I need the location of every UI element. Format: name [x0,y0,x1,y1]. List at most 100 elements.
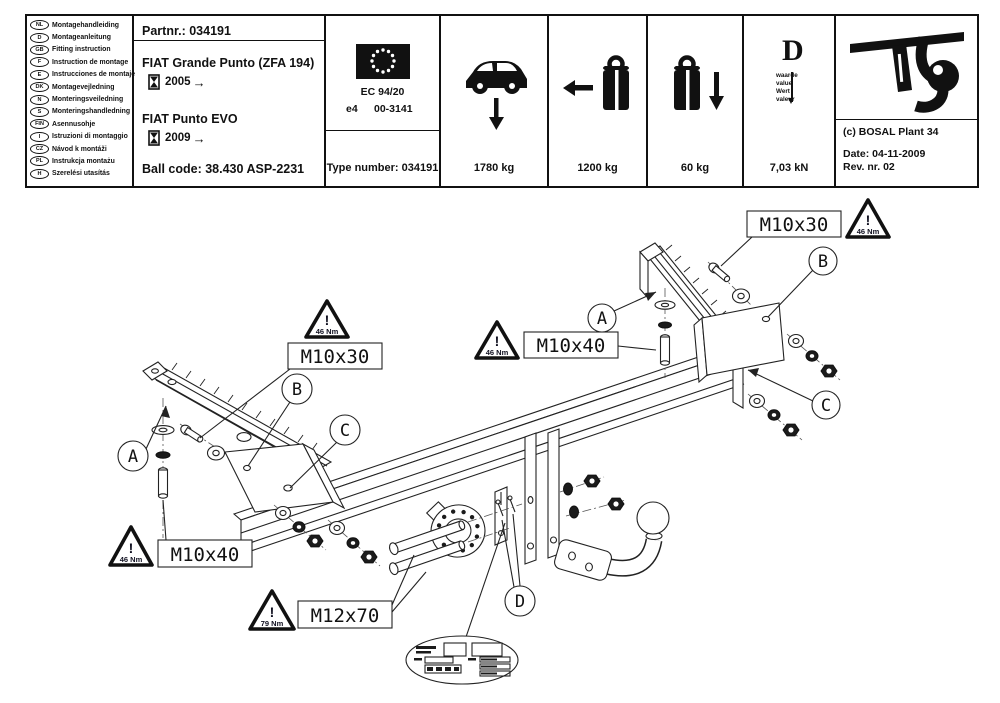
svg-text:M10x30: M10x30 [301,346,370,368]
max-towing-weight: 1200 kg [577,162,618,174]
callout-a-right: A [587,303,617,333]
lang-label: Montageanleitung [52,34,111,42]
receiver-plates [524,428,560,565]
e-mark: e4 [346,103,358,115]
part-info-cell: Partnr.: 034191 FIAT Grande Punto (ZFA 1… [132,16,324,186]
exploded-assembly-diagram: M10x30 M10x40 M12x70 M10x40 M10x30 ! 46 … [108,198,891,685]
production-period-icon [148,130,160,146]
lang-label: Instrucciones de montaje [52,71,136,79]
approval-no: 00-3141 [374,103,413,115]
ball-code: Ball code: 38.430 ASP-2231 [142,162,305,176]
d-words: waarde value Wert valeur [776,72,798,103]
company-cell: (c) BOSAL Plant 34 Date: 04-11-2009 Rev.… [834,16,977,186]
label-m10x40-center: M10x40 [523,331,619,359]
towing-weight-cell: 1200 kg [547,16,646,186]
lang-code-badge: PL [30,156,49,167]
vehicle-1-year: 2005 → [148,74,206,90]
lang-label: Monteringshandledning [52,108,131,116]
callout-d: D [504,585,536,617]
torque-triangle-46nm-1: ! 46 Nm [304,299,350,339]
svg-text:46 Nm: 46 Nm [120,555,143,564]
d-value: 7,03 kN [769,162,809,174]
down-arrow-icon [788,72,794,104]
lang-code-badge: DK [30,82,49,93]
svg-text:M10x40: M10x40 [171,544,240,566]
hatching [171,362,318,451]
lang-code-badge: E [30,69,49,80]
lang-label: Istruzioni di montaggio [52,133,128,141]
torque-triangle-46nm-2: ! 46 Nm [108,525,154,567]
eu-flag-icon [356,44,410,79]
car-down-arrow-icon [466,61,527,130]
svg-text:A: A [597,309,607,329]
callout-c-left: C [329,414,361,446]
divider [134,40,324,41]
callout-b-right: B [808,246,838,276]
svg-text:C: C [340,421,350,441]
svg-text:!: ! [866,212,871,228]
svg-text:!: ! [495,333,500,349]
svg-text:46 Nm: 46 Nm [486,348,509,357]
lang-code-badge: S [30,106,49,117]
towbar-logo-icon [850,32,964,113]
lang-code-badge: N [30,94,49,105]
svg-text:!: ! [325,312,330,328]
right-washer-nut-chains [747,333,841,441]
production-period-icon [148,74,160,90]
divider [836,119,977,120]
callout-b-left: B [281,373,313,405]
svg-text:46 Nm: 46 Nm [316,327,339,336]
svg-text:D: D [515,592,525,612]
label-m10x40-left: M10x40 [157,539,253,568]
svg-text:46 Nm: 46 Nm [857,227,880,236]
date: Date: 04-11-2009 [843,148,926,160]
vehicle-weight-cell: 1780 kg [439,16,547,186]
lang-code-badge: I [30,131,49,142]
lang-code-badge: FIN [30,119,49,130]
revision: Rev. nr. 02 [843,161,895,173]
right-m10x30-bolt [706,260,753,307]
lang-code-badge: CZ [30,144,49,155]
lang-code-badge: GB [30,44,49,55]
svg-text:!: ! [270,604,275,620]
callout-a-left: A [117,440,149,472]
lang-code-badge: D [30,32,49,43]
vehicle-2: FIAT Punto EVO [142,112,238,126]
part-number: Partnr.: 034191 [142,24,231,38]
svg-text:79 Nm: 79 Nm [261,619,284,628]
lang-code-badge: F [30,57,49,68]
svg-text:B: B [818,252,828,272]
vehicle-2-year: 2009 → [148,130,206,146]
callout-c-right: C [811,390,841,420]
torque-triangle-46nm-4: ! 46 Nm [845,198,891,239]
approval-cell: EC 94/20 e4 00-3141 Type number: 034191 [324,16,439,186]
svg-text:B: B [292,380,302,400]
m12-washers-nuts [559,474,627,519]
vertical-load-cell: 60 kg [646,16,742,186]
divider [326,130,439,131]
ball-arm [554,501,670,581]
lang-code-badge: NL [30,20,49,31]
svg-text:M10x30: M10x30 [760,214,829,236]
lang-label: Monteringsveiledning [52,96,124,104]
label-m10x30-left: M10x30 [287,342,383,370]
label-m12x70: M12x70 [297,600,393,629]
lang-label: Instrukcja montażu [52,157,115,165]
right-bracket-plate [693,302,785,384]
year-text: 2009 [165,132,191,144]
type-number: Type number: 034191 [326,162,439,174]
copyright: (c) BOSAL Plant 34 [843,126,939,138]
lang-label: Montagevejledning [52,83,115,91]
